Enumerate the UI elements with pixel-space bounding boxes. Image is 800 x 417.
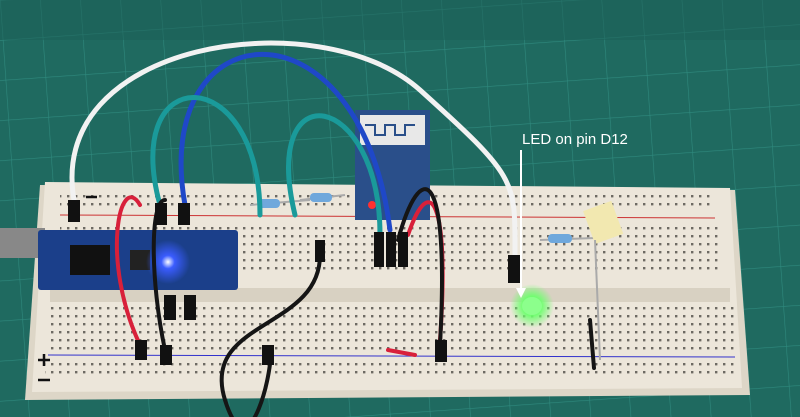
arduino-nano	[0, 228, 238, 290]
rail-polarity-marks	[38, 195, 97, 382]
annotation-arrow	[516, 150, 526, 298]
green-led	[510, 284, 554, 328]
jumper-wires	[69, 40, 596, 417]
mat-edge	[0, 0, 800, 40]
led-annotation-label: LED on pin D12	[522, 131, 628, 148]
wire-connectors	[68, 200, 520, 365]
plus-mark	[38, 354, 50, 366]
resistors	[249, 193, 624, 361]
